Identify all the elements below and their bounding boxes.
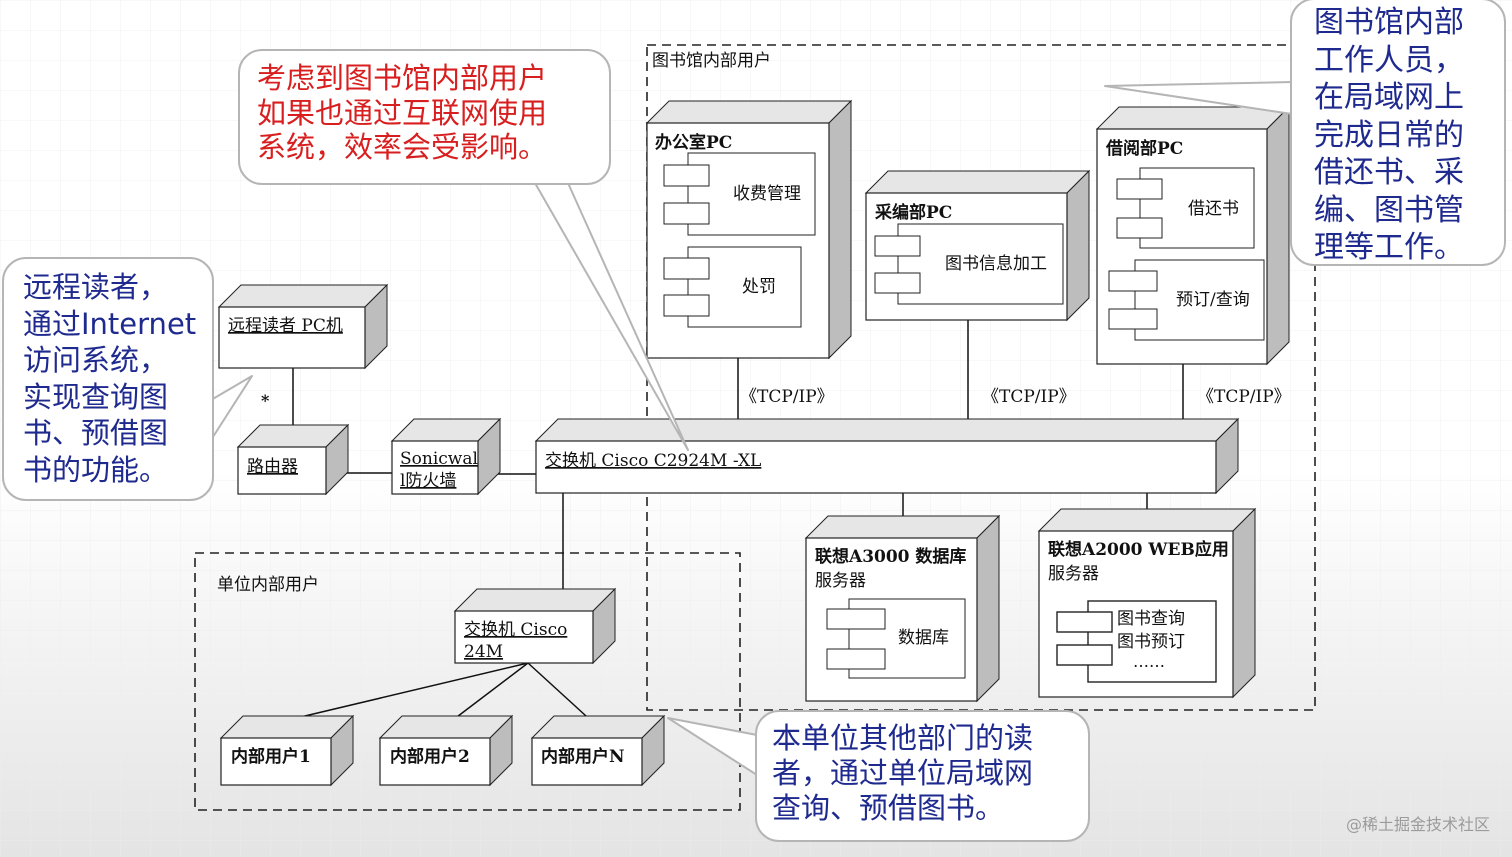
main-switch-title: 交换机 Cisco C2924M -XL — [545, 451, 761, 471]
efficiency-callout: 考虑到图书馆内部用户 如果也通过互联网使用 系统，效率会受影响。 — [238, 49, 611, 185]
web-server-title-line1: 联想A2000 WEB应用 — [1048, 539, 1229, 560]
borrow-pc-node: 借阅部PC 借还书 预订/查询 — [1095, 105, 1291, 366]
unit-user1-link — [287, 662, 529, 721]
unit-switch-title-line1: 交换机 Cisco — [464, 620, 567, 640]
library-region-label: 图书馆内部用户 — [652, 51, 771, 71]
web-app-component: 图书查询 图书预订 …… — [1056, 600, 1217, 683]
database-component: 数据库 — [826, 598, 966, 679]
office-pc-node: 办公室PC 收费管理 处罚 — [645, 99, 853, 360]
db-server-node: 联想A3000 数据库 服务器 数据库 — [804, 514, 1001, 703]
fee-component-label: 收费管理 — [733, 184, 801, 204]
fee-component: 收费管理 — [663, 152, 816, 236]
office-pc-title: 办公室PC — [655, 132, 732, 153]
watermark: @稀土掘金技术社区 — [1345, 815, 1490, 834]
unit-region-label: 单位内部用户 — [217, 575, 319, 595]
router-title: 路由器 — [247, 457, 298, 477]
web-item-query: 图书查询 — [1117, 609, 1185, 629]
internal-user-n-label: 内部用户N — [541, 746, 625, 767]
internal-user-1-label: 内部用户1 — [231, 746, 311, 767]
reserve-query-label: 预订/查询 — [1176, 290, 1250, 310]
borrow-return-label: 借还书 — [1188, 199, 1239, 219]
firewall-title-line2: l防火墙 — [400, 471, 456, 491]
internal-user-2-node: 内部用户2 — [378, 714, 514, 787]
unit-switch-node: 交换机 Cisco 24M — [453, 587, 617, 665]
firewall-node: Sonicwal l防火墙 — [390, 417, 502, 496]
borrow-pc-title: 借阅部PC — [1105, 138, 1183, 159]
remote-reader-callout: 远程读者， 通过Internet 访问系统， 实现查询图 书、预借图 书的功能。 — [2, 257, 214, 501]
tcp-label-borrow: 《TCP/IP》 — [1197, 387, 1291, 407]
router-node: 路由器 — [236, 423, 350, 496]
multiplicity-label: * — [261, 391, 270, 410]
penalty-component-label: 处罚 — [742, 277, 776, 297]
remote-pc-node: 远程读者 PC机 — [217, 283, 389, 370]
db-server-title-line2: 服务器 — [815, 571, 866, 591]
internal-user-n-node: 内部用户N — [530, 714, 666, 787]
borrow-return-component: 借还书 — [1116, 167, 1255, 249]
reserve-query-component: 预订/查询 — [1108, 259, 1265, 341]
unit-switch-title-line2: 24M — [464, 642, 503, 662]
internal-user-2-label: 内部用户2 — [390, 746, 470, 767]
catalog-pc-title: 采编部PC — [874, 202, 952, 223]
catalog-pc-node: 采编部PC 图书信息加工 — [864, 169, 1091, 322]
web-server-title-line2: 服务器 — [1048, 564, 1099, 584]
web-server-node: 联想A2000 WEB应用 服务器 图书查询 图书预订 …… — [1037, 507, 1257, 699]
book-processing-label: 图书信息加工 — [945, 254, 1047, 274]
firewall-title-line1: Sonicwal — [400, 449, 478, 469]
database-component-label: 数据库 — [898, 628, 949, 648]
library-staff-callout: 图书馆内部 工作人员， 在局域网上 完成日常的 借还书、采 编、图书管 理等工作… — [1290, 0, 1506, 266]
web-item-reserve: 图书预订 — [1117, 632, 1185, 652]
book-processing-component: 图书信息加工 — [874, 223, 1064, 305]
tcp-label-catalog: 《TCP/IP》 — [982, 387, 1076, 407]
unit-reader-callout: 本单位其他部门的读 者，通过单位局域网 查询、预借图书。 — [755, 710, 1090, 842]
tcp-label-office: 《TCP/IP》 — [740, 387, 834, 407]
internal-user-1-node: 内部用户1 — [219, 714, 355, 787]
web-item-more: …… — [1133, 652, 1165, 671]
penalty-component: 处罚 — [663, 246, 802, 328]
db-server-title-line1: 联想A3000 数据库 — [815, 546, 966, 567]
main-switch-node: 交换机 Cisco C2924M -XL — [534, 417, 1240, 495]
remote-pc-title: 远程读者 PC机 — [228, 316, 343, 336]
unit-region: 单位内部用户 — [194, 552, 741, 811]
